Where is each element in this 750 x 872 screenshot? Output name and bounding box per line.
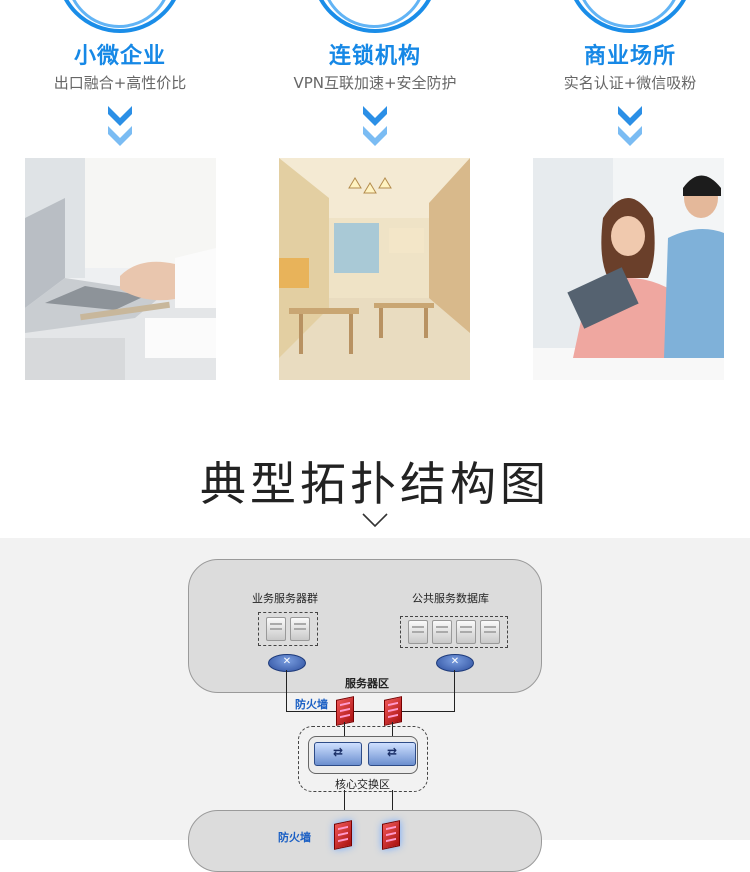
link-line: [344, 790, 345, 820]
topology-section-title: 典型拓扑结构图: [200, 457, 550, 511]
server-group-label: 业务服务器群: [252, 592, 318, 605]
chevron-down-icon: [362, 513, 388, 528]
core-zone-label: 核心交换区: [335, 778, 390, 791]
server-icon: [290, 617, 310, 641]
server-icon: [480, 620, 500, 644]
core-switch-icon: ⇄: [314, 742, 362, 766]
double-chevron-down-icon: [363, 106, 387, 146]
core-switch-icon: ⇄: [368, 742, 416, 766]
link-line: [286, 670, 287, 712]
scenario-subtitle: VPN互联加速+安全防护: [293, 74, 457, 92]
link-line: [346, 711, 390, 712]
link-line: [392, 790, 393, 820]
firewall-label: 防火墙: [295, 698, 328, 711]
double-chevron-down-icon: [618, 106, 642, 146]
scenario-title: 小微企业: [73, 44, 166, 69]
server-group-box: [258, 612, 318, 646]
firewall-icon: [384, 696, 402, 726]
scenario-subtitle: 实名认证+微信吸粉: [563, 74, 697, 92]
router-icon: ✕: [436, 654, 474, 672]
link-line: [286, 711, 342, 712]
server-icon: [432, 620, 452, 644]
scenario-subtitle: 出口融合+高性价比: [53, 74, 187, 92]
server-icon: [408, 620, 428, 644]
firewall-icon: [334, 820, 352, 850]
server-zone-label: 服务器区: [345, 677, 389, 690]
firewall-icon: [336, 696, 354, 726]
link-line: [390, 711, 455, 712]
server-icon: [456, 620, 476, 644]
link-line: [392, 722, 393, 740]
firewall-label-bottom: 防火墙: [278, 831, 311, 844]
scenario-title: 连锁机构: [328, 44, 421, 69]
router-icon: ✕: [268, 654, 306, 672]
link-line: [454, 670, 455, 712]
database-box: [400, 616, 508, 648]
core-switch-box: [298, 726, 428, 792]
double-chevron-down-icon: [108, 106, 132, 146]
laptop-typing-photo: [25, 158, 216, 380]
people-with-tablet-photo: [533, 158, 724, 380]
chain-store-interior-photo: [279, 158, 470, 380]
firewall-icon: [382, 820, 400, 850]
server-icon: [266, 617, 286, 641]
lower-zone: [188, 810, 542, 872]
scenario-title: 商业场所: [583, 44, 676, 69]
link-line: [344, 722, 345, 740]
database-label: 公共服务数据库: [412, 592, 489, 605]
